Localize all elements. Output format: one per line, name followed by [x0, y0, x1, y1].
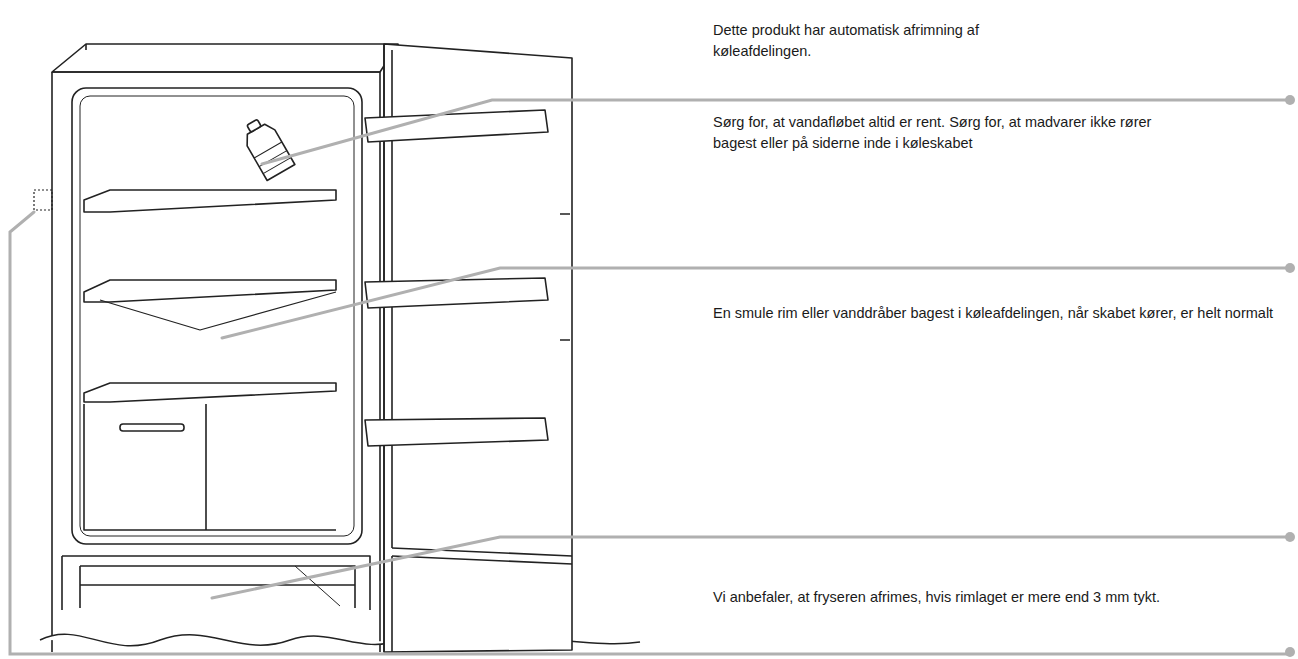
callout-note: Sørg for, at vandafløbet altid er rent. …	[713, 112, 1195, 154]
callout-note: Dette produkt har automatisk afrimning a…	[713, 20, 1013, 62]
callout-note: En smule rim eller vanddråber bagest i k…	[713, 303, 1279, 324]
callout-note: Vi anbefaler, at fryseren afrimes, hvis …	[713, 587, 1269, 608]
